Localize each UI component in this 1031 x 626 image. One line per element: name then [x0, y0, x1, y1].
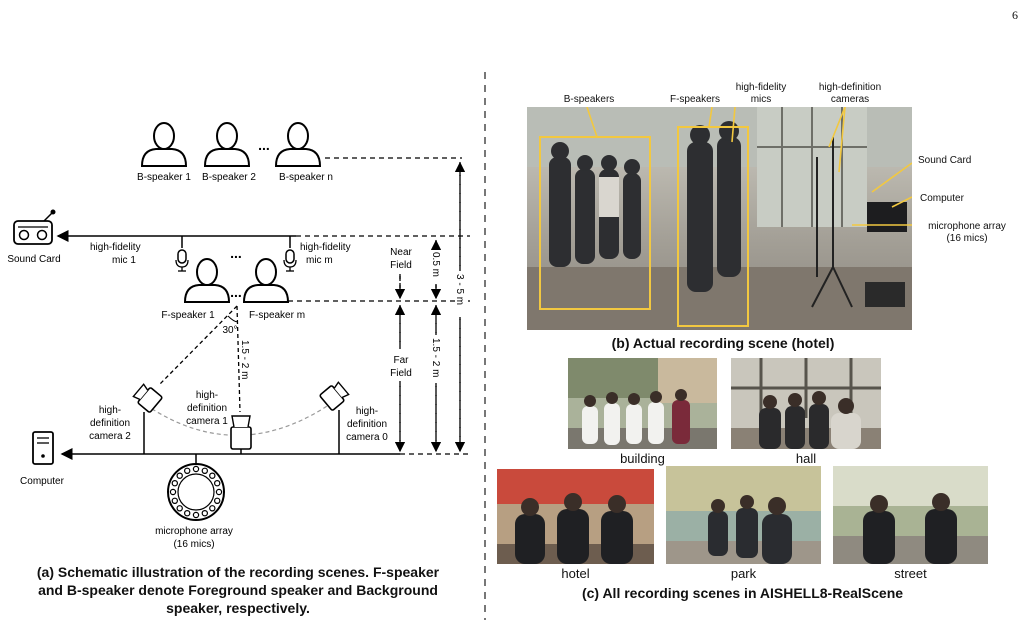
- b-speakers-annotation: B-speakers: [534, 94, 644, 105]
- mic-ellipsis: ...: [230, 245, 242, 261]
- f-speakers-annotation: F-speakers: [655, 94, 735, 105]
- panel-divider: [480, 72, 490, 622]
- f-speaker-1-label: F-speaker 1: [161, 310, 215, 321]
- computer-annotation: Computer: [920, 193, 990, 204]
- b-speaker-2-icon: [205, 123, 249, 166]
- camera-2-icon: [132, 383, 162, 413]
- f-speaker-1-icon: [185, 259, 229, 302]
- f-speaker-m-icon: [244, 259, 288, 302]
- camera-1-icon: [231, 416, 251, 449]
- hifi-mic-1-icon: [176, 250, 188, 271]
- b-speaker-1-label: B-speaker 1: [137, 172, 191, 183]
- cam1-distance-label: 1.5 - 2 m: [239, 340, 250, 379]
- cam0-label-3: camera 0: [346, 432, 388, 443]
- cam2-label-3: camera 2: [89, 431, 131, 442]
- computer-label: Computer: [20, 476, 65, 487]
- b-speaker-ellipsis: ...: [258, 137, 270, 153]
- near-field-label-1: Near: [390, 247, 412, 258]
- mic-array-label-1: microphone array: [155, 526, 233, 537]
- scene-building-photo: [568, 358, 717, 449]
- near-field-label-2: Field: [390, 260, 412, 271]
- cam1-label-3: camera 1: [186, 416, 228, 427]
- caption-a: (a) Schematic illustration of the record…: [0, 563, 476, 617]
- far-field-label-1: Far: [394, 355, 410, 366]
- mic-array-label-2: (16 mics): [173, 539, 214, 550]
- micm-label-line1: high-fidelity: [300, 242, 351, 253]
- scene-hall-photo: [731, 358, 881, 449]
- f-speaker-ellipsis: ...: [230, 284, 242, 300]
- cam2-label-2: definition: [90, 418, 130, 429]
- mic1-label-line2: mic 1: [112, 255, 136, 266]
- b-speaker-1-icon: [142, 123, 186, 166]
- mic1-label-line1: high-fidelity: [90, 242, 141, 253]
- hotel-recording-photo: [527, 107, 912, 330]
- cam2-label-1: high-: [99, 405, 121, 416]
- sound-card-icon: [14, 210, 56, 245]
- scene-label-building: building: [568, 451, 717, 466]
- f-speaker-m-label: F-speaker m: [249, 310, 305, 321]
- scene-hotel-photo: [497, 469, 654, 564]
- b-speaker-n-icon: [276, 123, 320, 166]
- scene-label-hall: hall: [731, 451, 881, 466]
- cam0-label-1: high-: [356, 406, 378, 417]
- schematic-diagram: ... B-speaker 1 B-speaker 2 B-speaker n …: [0, 0, 480, 560]
- cam0-label-2: definition: [347, 419, 387, 430]
- cam1-label-1: high-: [196, 390, 218, 401]
- far-field-label-2: Field: [390, 368, 412, 379]
- hifi-mic-m-icon: [284, 250, 296, 271]
- computer-icon: [33, 432, 53, 464]
- dist-near-label: 0.5 m: [430, 252, 441, 277]
- micm-label-line2: mic m: [306, 255, 333, 266]
- b-speaker-2-label: B-speaker 2: [202, 172, 256, 183]
- cam1-label-2: definition: [187, 403, 227, 414]
- sound-card-label: Sound Card: [7, 254, 60, 265]
- dist-far-label: 1.5 - 2 m: [430, 338, 441, 377]
- scene-street-photo: [833, 466, 988, 564]
- caption-b: (b) Actual recording scene (hotel): [527, 334, 919, 352]
- caption-c: (c) All recording scenes in AISHELL8-Rea…: [497, 584, 988, 602]
- scene-label-hotel: hotel: [497, 566, 654, 581]
- mic-array-annotation: microphone array(16 mics): [917, 221, 1017, 245]
- scene-park-photo: [666, 466, 821, 564]
- dist-total-label: 3 - 5 m: [454, 274, 465, 305]
- angle-label: 30°: [222, 325, 237, 336]
- b-speaker-n-label: B-speaker n: [279, 172, 333, 183]
- camera-0-icon: [319, 381, 349, 411]
- sound-card-annotation: Sound Card: [918, 155, 998, 166]
- scene-label-park: park: [666, 566, 821, 581]
- scene-label-street: street: [833, 566, 988, 581]
- page-number: 6: [1012, 8, 1018, 23]
- microphone-array-icon: [168, 464, 224, 520]
